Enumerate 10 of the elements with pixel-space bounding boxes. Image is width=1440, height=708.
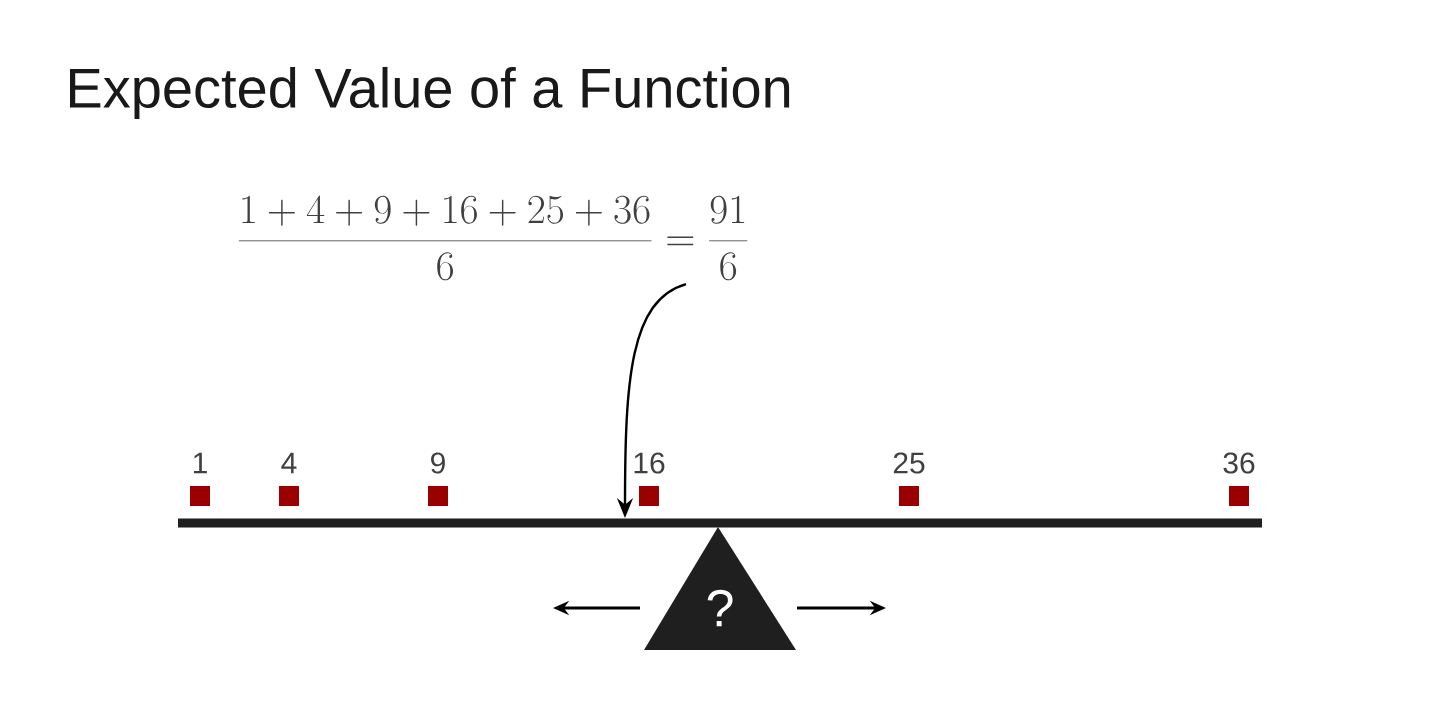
weight-value: 16 xyxy=(634,452,665,474)
weight-value: 1 xyxy=(193,452,207,474)
weight-value: 25 xyxy=(893,452,925,474)
weight-value: 4 xyxy=(281,452,297,474)
weight-value: 36 xyxy=(1223,452,1255,474)
beam xyxy=(178,518,1262,528)
formula: $\frac{1+4+9+16+25+36}{6}=\frac{91}{6}$ xyxy=(238,195,748,281)
fulcrum-triangle: ? xyxy=(644,527,796,650)
weight-value: 9 xyxy=(431,452,445,474)
title: Expected Value of a Function xyxy=(70,66,790,120)
